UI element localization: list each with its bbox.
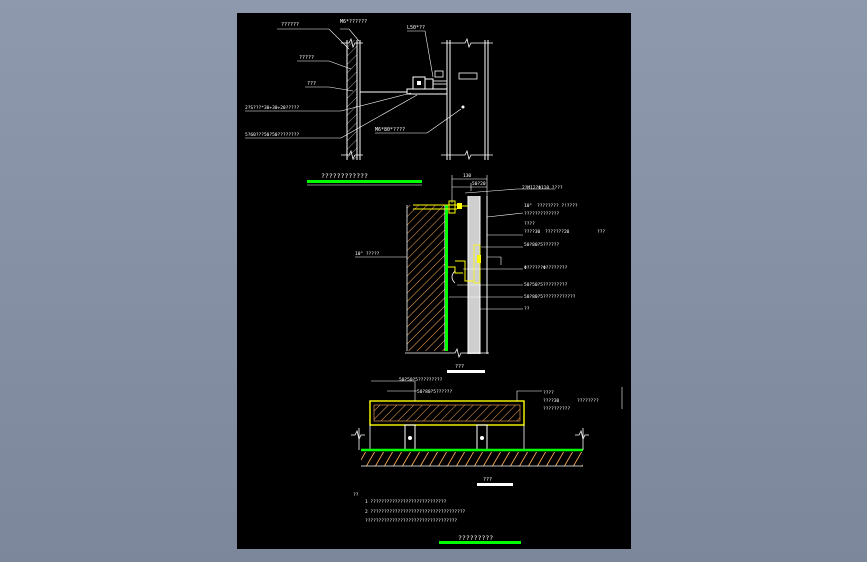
- notes: ?? 1 ???????????????????????????? 2 ????…: [353, 492, 466, 524]
- d2-label-4: ????: [524, 221, 535, 227]
- detail-3: 50?50?5????????? 50?80?5?????? ???? ????…: [351, 377, 623, 486]
- sheet-title-underline: [439, 541, 521, 544]
- d2-label-6: 50?80?5??????: [524, 242, 560, 248]
- d2-label-1: 2?M12?Φ110 ????: [522, 185, 563, 191]
- label-bolt-top: M6*??????: [340, 19, 367, 25]
- label-left-2: ?????: [299, 55, 314, 61]
- note-2: 2 ???????????????????????????????????: [365, 509, 466, 515]
- d3-label-r3: ??????????: [543, 406, 570, 412]
- angle-plate: [406, 88, 448, 95]
- sheet-title: ?????????: [458, 534, 493, 542]
- detail-2-title: ???: [455, 364, 464, 370]
- detail-2: 130 50?20: [355, 173, 605, 373]
- label-left-4: 2?S???*30+30+20?????: [245, 105, 299, 111]
- d3-label-r1: ????: [543, 390, 554, 396]
- masonry-hatch: [407, 205, 445, 351]
- cad-drawing: ?????? M6*?????? L50*?? ????? ??? 2?S???…: [245, 19, 623, 544]
- label-top-left: ??????: [281, 22, 299, 28]
- d2-label-2a: 10°: [524, 203, 532, 209]
- sheet-title-block: ?????????: [439, 534, 521, 544]
- d2-label-9: 50?80?5????????????: [524, 294, 576, 300]
- d3-label-2: 50?80?5??????: [417, 389, 453, 395]
- d2-label-left: 10° ?????: [355, 251, 380, 257]
- d2-label-10: ??: [524, 306, 530, 312]
- dim-total: 130: [463, 173, 471, 179]
- detail-1: ?????? M6*?????? L50*?? ????? ??? 2?S???…: [245, 19, 493, 186]
- detail-1-title-underline: [307, 180, 422, 183]
- note-1: 1 ????????????????????????????: [365, 499, 447, 505]
- d3-label-r2a: ????30: [543, 398, 560, 404]
- cladding-strip: [445, 205, 448, 351]
- detail-3-title-underline: [477, 483, 513, 486]
- detail-3-title: ???: [483, 477, 492, 483]
- detail-2-title-underline: [447, 370, 485, 373]
- d2-label-7: Φ??????Φ????????: [524, 265, 568, 271]
- ground-hatch: [361, 452, 583, 466]
- d2-label-2b: ???????? ?!????: [537, 203, 578, 209]
- notes-heading: ??: [353, 492, 359, 498]
- note-3: ??????????????????????????????????: [365, 518, 457, 524]
- plinth-frame: [369, 400, 525, 426]
- label-bolt-bottom: M6*80*????: [375, 127, 405, 133]
- drawing-sheet: ?????? M6*?????? L50*?? ????? ??? 2?S???…: [237, 13, 631, 549]
- label-angle-top: L50*??: [407, 25, 425, 31]
- plinth-hatch: [373, 404, 521, 422]
- label-left-5: 5?60???50?50????????: [245, 132, 299, 138]
- d2-label-8: 50?50?5?????????: [524, 282, 568, 288]
- d2-label-3: ?????????????: [524, 211, 560, 217]
- d2-label-5a: ????30: [524, 229, 541, 235]
- left-wall-hatch: [347, 40, 357, 160]
- label-left-3: ???: [307, 81, 316, 87]
- d2-label-5b: ???????20: [545, 229, 570, 235]
- d3-label-r2b: ????????: [577, 398, 599, 404]
- d3-label-1: 50?50?5?????????: [399, 377, 443, 383]
- detail-1-title: ????????????: [321, 172, 368, 180]
- dim-part: 50?20: [472, 181, 486, 187]
- d2-label-5c: ???: [597, 229, 605, 235]
